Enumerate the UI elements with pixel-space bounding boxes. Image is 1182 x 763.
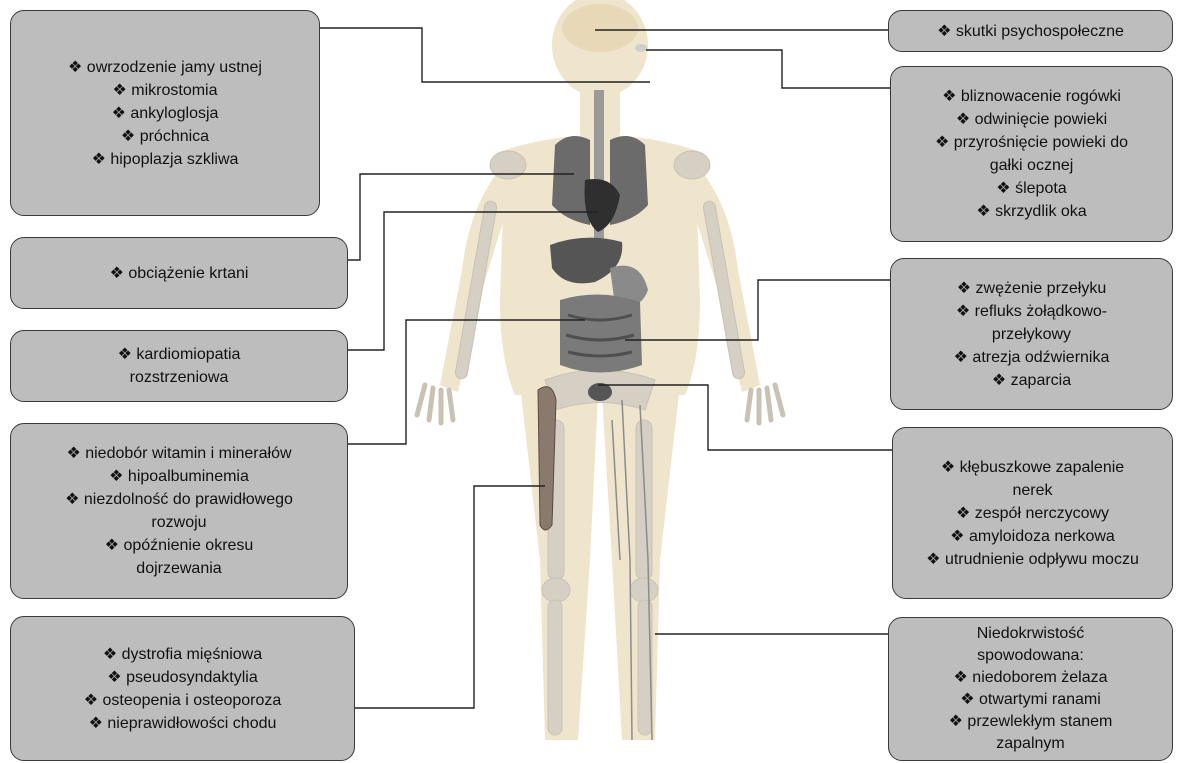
renal-line: nerek <box>1012 479 1052 502</box>
anemia-line: ❖ niedoborem żelaza <box>954 667 1108 689</box>
renal-line: ❖ kłębuszkowe zapalenie <box>941 456 1124 479</box>
eye-line: ❖ przyrośnięcie powieki do <box>935 131 1128 154</box>
renal-line: ❖ zespół nerczycowy <box>956 502 1109 525</box>
nutrition-line: ❖ opóźnienie okresu <box>105 534 254 557</box>
larynx-box: ❖ obciążenie krtani <box>10 237 348 309</box>
musculo-line: ❖ osteopenia i osteoporoza <box>84 689 282 712</box>
eye-line: gałki ocznej <box>990 154 1074 177</box>
eye-symptoms-box: ❖ bliznowacenie rogówki ❖ odwinięcie pow… <box>890 66 1173 242</box>
anemia-box: Niedokrwistość spowodowana: ❖ niedoborem… <box>888 617 1173 761</box>
eye-line: ❖ odwinięcie powieki <box>956 108 1107 131</box>
oral-line: ❖ próchnica <box>121 125 209 148</box>
eye-line: ❖ skrzydlik oka <box>976 200 1086 223</box>
eye-line: ❖ bliznowacenie rogówki <box>942 85 1121 108</box>
larynx-line: ❖ obciążenie krtani <box>110 262 249 285</box>
musculo-line: ❖ pseudosyndaktylia <box>107 666 257 689</box>
nutrition-line: dojrzewania <box>136 557 221 580</box>
renal-line: ❖ utrudnienie odpływu moczu <box>926 548 1139 571</box>
cardio-line: rozstrzeniowa <box>130 366 229 389</box>
cardiomyopathy-box: ❖ kardiomiopatia rozstrzeniowa <box>10 330 348 402</box>
nutrition-line: ❖ niedobór witamin i minerałów <box>66 442 291 465</box>
musculoskeletal-box: ❖ dystrofia mięśniowa ❖ pseudosyndaktyli… <box>10 616 355 761</box>
eye-line: ❖ ślepota <box>996 177 1066 200</box>
gi-line: ❖ refluks żołądkowo- <box>956 300 1107 323</box>
gastrointestinal-box: ❖ zwężenie przełyku ❖ refluks żołądkowo-… <box>890 258 1173 410</box>
musculo-line: ❖ dystrofia mięśniowa <box>103 643 262 666</box>
oral-symptoms-box: ❖ owrzodzenie jamy ustnej ❖ mikrostomia … <box>10 10 320 216</box>
gi-line: ❖ zaparcia <box>992 369 1071 392</box>
renal-line: ❖ amyloidoza nerkowa <box>950 525 1115 548</box>
gi-line: przełykowy <box>992 323 1071 346</box>
anemia-line: zapalnym <box>996 733 1064 755</box>
oral-line: ❖ mikrostomia <box>112 79 217 102</box>
eye <box>635 44 647 52</box>
anemia-line: ❖ przewlekłym stanem <box>949 711 1113 733</box>
anemia-line: Niedokrwistość <box>977 623 1085 645</box>
brain <box>562 4 638 52</box>
anemia-line: spowodowana: <box>977 645 1084 667</box>
nutrition-box: ❖ niedobór witamin i minerałów ❖ hipoalb… <box>10 423 348 599</box>
gi-line: ❖ zwężenie przełyku <box>957 277 1107 300</box>
nutrition-line: ❖ niezdolność do prawidłowego <box>65 488 293 511</box>
psychosocial-box: ❖ skutki psychospołeczne <box>888 10 1173 52</box>
oral-line: ❖ ankyloglosja <box>112 102 219 125</box>
anemia-line: ❖ otwartymi ranami <box>960 689 1101 711</box>
cardio-line: ❖ kardiomiopatia <box>118 343 241 366</box>
musculo-line: ❖ nieprawidłowości chodu <box>89 712 277 735</box>
gi-line: ❖ atrezja odźwiernika <box>954 346 1110 369</box>
intestines <box>560 294 642 372</box>
nutrition-line: ❖ hipoalbuminemia <box>109 465 249 488</box>
nutrition-line: rozwoju <box>151 511 206 534</box>
oral-line: ❖ owrzodzenie jamy ustnej <box>68 56 262 79</box>
renal-box: ❖ kłębuszkowe zapalenie nerek ❖ zespół n… <box>892 427 1173 599</box>
psycho-line: ❖ skutki psychospołeczne <box>937 20 1124 43</box>
oral-line: ❖ hipoplazja szkliwa <box>92 148 239 171</box>
